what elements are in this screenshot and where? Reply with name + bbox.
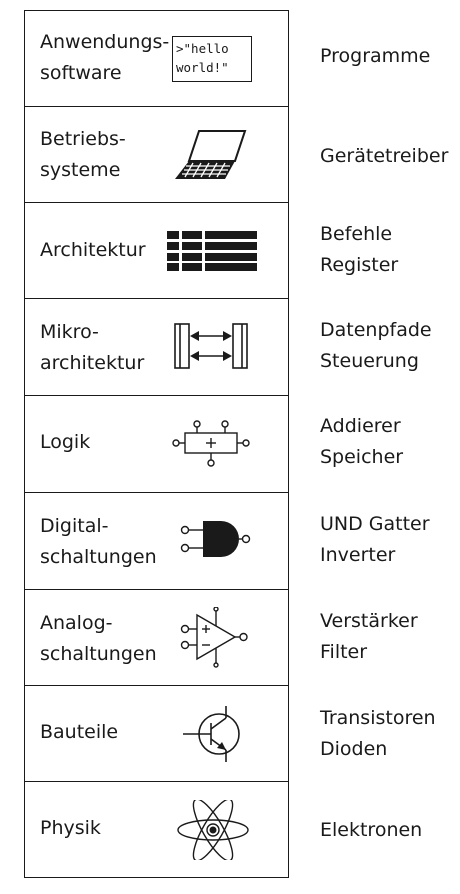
example-text: Speicher: [320, 446, 404, 468]
example-text: Filter: [320, 641, 368, 663]
level-name-line: software: [40, 62, 122, 84]
level-divider: [25, 589, 288, 590]
example-text: Addierer: [320, 415, 401, 437]
examples-analogschaltungen: Verstärker Filter: [320, 606, 418, 668]
level-name: Analog- schaltungen: [40, 608, 157, 670]
level-name-line: schaltungen: [40, 643, 157, 665]
level-physik: Physik: [25, 782, 288, 877]
level-name-line: Logik: [40, 431, 91, 453]
level-name-line: Betriebs-: [40, 128, 126, 150]
example-text: Befehle: [320, 223, 393, 245]
example-text: Gerätetreiber: [320, 145, 449, 167]
laptop-icon: [175, 130, 247, 179]
examples-anwendungssoftware: Programme: [320, 41, 430, 72]
level-name: Betriebs- systeme: [40, 124, 126, 186]
examples-mikroarchitektur: Datenpfade Steuerung: [320, 315, 432, 377]
level-name-line: Physik: [40, 817, 101, 839]
level-digitalschaltungen: Digital- schaltungen: [25, 493, 288, 589]
level-divider: [25, 202, 288, 203]
level-name-line: Mikro-: [40, 321, 99, 343]
level-divider: [25, 298, 288, 299]
abstraction-levels-stack: Anwendungs- software >"hello world!" Betr…: [24, 10, 289, 878]
op-amp-icon: [180, 607, 248, 668]
level-name-line: architektur: [40, 352, 145, 374]
datapath-arrows-icon: [174, 323, 248, 369]
level-name: Architektur: [40, 235, 146, 266]
examples-digitalschaltungen: UND Gatter Inverter: [320, 509, 430, 571]
register-file-icon: [167, 231, 257, 271]
level-name: Digital- schaltungen: [40, 511, 157, 573]
level-architektur: Architektur: [25, 203, 288, 298]
examples-bauteile: Transistoren Dioden: [320, 703, 436, 765]
example-text: Transistoren: [320, 707, 436, 729]
level-name-line: Architektur: [40, 239, 146, 261]
level-divider: [25, 395, 288, 396]
level-name: Anwendungs- software: [40, 27, 169, 89]
examples-betriebssysteme: Gerätetreiber: [320, 141, 448, 172]
example-text: Datenpfade: [320, 319, 432, 341]
examples-physik: Elektronen: [320, 815, 422, 846]
level-analogschaltungen: Analog- schaltungen: [25, 590, 288, 685]
atom-icon: [177, 800, 249, 860]
example-text: Steuerung: [320, 350, 419, 372]
level-name: Logik: [40, 427, 90, 458]
level-name-line: systeme: [40, 159, 121, 181]
hello-world-code-box-icon: >"hello world!": [172, 36, 252, 82]
level-name: Mikro- architektur: [40, 317, 144, 379]
example-text: Elektronen: [320, 819, 423, 841]
level-name-line: Anwendungs-: [40, 31, 170, 53]
and-gate-icon: [180, 521, 251, 557]
example-text: Dioden: [320, 738, 388, 760]
level-name: Physik: [40, 813, 101, 844]
example-text: Inverter: [320, 544, 396, 566]
level-divider: [25, 685, 288, 686]
level-name-line: Digital-: [40, 515, 109, 537]
examples-logik: Addierer Speicher: [320, 411, 403, 473]
level-divider: [25, 781, 288, 782]
level-name-line: Bauteile: [40, 721, 119, 743]
example-text: Programme: [320, 45, 431, 67]
level-name-line: schaltungen: [40, 546, 157, 568]
level-name-line: Analog-: [40, 612, 113, 634]
example-text: Register: [320, 254, 399, 276]
level-mikroarchitektur: Mikro- architektur: [25, 299, 288, 395]
example-text: Verstärker: [320, 610, 418, 632]
level-bauteile: Bauteile: [25, 686, 288, 781]
code-line: world!": [176, 60, 229, 75]
adder-block-icon: [172, 420, 250, 467]
level-name: Bauteile: [40, 717, 118, 748]
level-logik: Logik: [25, 396, 288, 492]
example-text: UND Gatter: [320, 513, 430, 535]
level-divider: [25, 492, 288, 493]
examples-architektur: Befehle Register: [320, 219, 398, 281]
code-line: >"hello: [176, 41, 229, 56]
transistor-icon: [183, 706, 240, 762]
level-divider: [25, 106, 288, 107]
level-anwendungssoftware: Anwendungs- software >"hello world!": [25, 11, 288, 106]
level-betriebssysteme: Betriebs- systeme: [25, 107, 288, 202]
